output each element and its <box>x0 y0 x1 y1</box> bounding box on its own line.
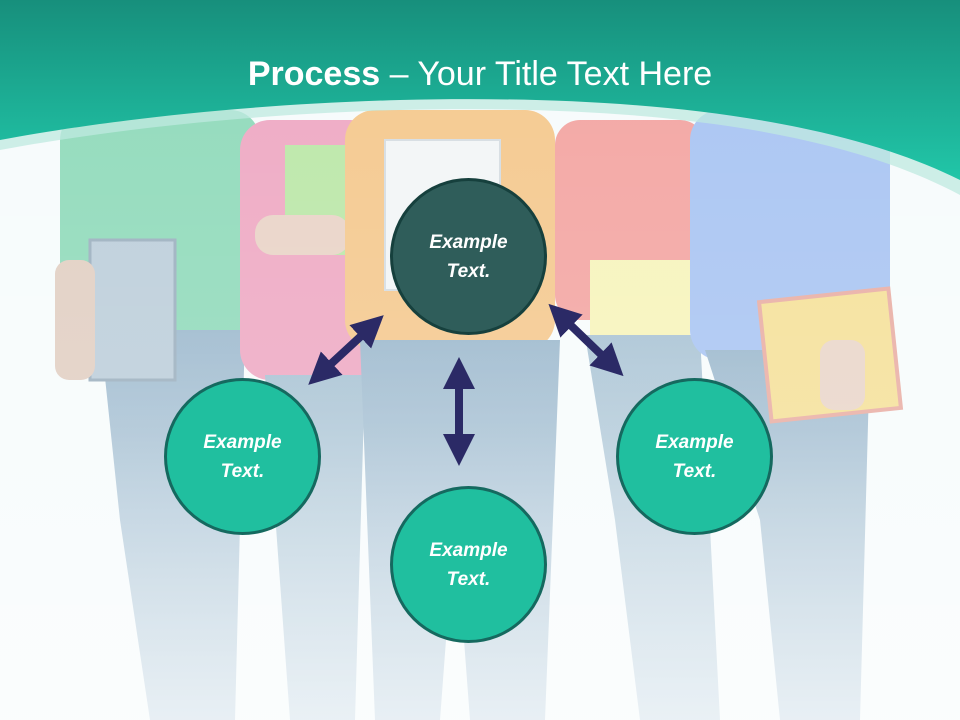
center-circle-text: Example Text. <box>429 231 508 282</box>
bottom-circle-text: Example Text. <box>429 539 508 590</box>
header-band <box>0 0 960 195</box>
slide-title: Process – Your Title Text Here <box>0 52 960 96</box>
process-right-circle: Example Text. <box>616 378 773 535</box>
right-circle-text: Example Text. <box>655 431 734 482</box>
process-bottom-circle: Example Text. <box>390 486 547 643</box>
arrow-center-right <box>548 303 624 377</box>
arrow-center-left <box>308 315 384 385</box>
left-circle-text: Example Text. <box>203 431 282 482</box>
process-center-circle: Example Text. <box>390 178 547 335</box>
title-rest: – Your Title Text Here <box>380 55 713 93</box>
title-bold: Process <box>247 55 381 93</box>
process-left-circle: Example Text. <box>164 378 321 535</box>
